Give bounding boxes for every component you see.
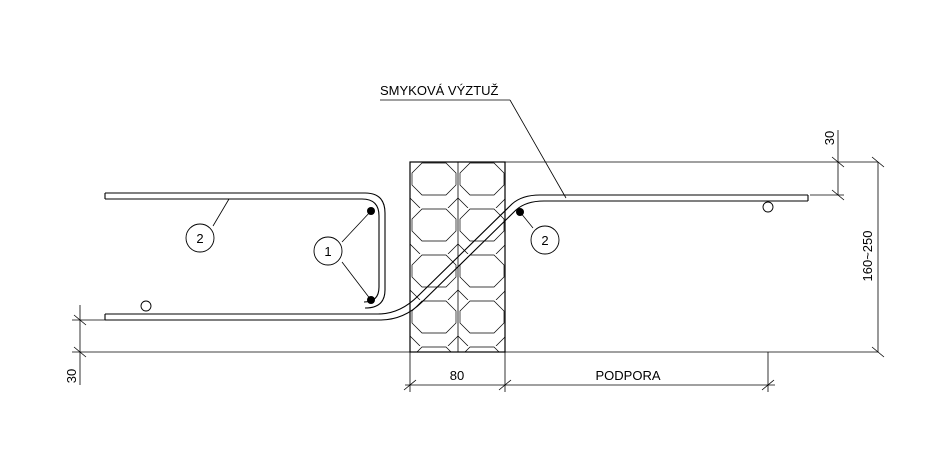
svg-text:160~250: 160~250 — [860, 231, 875, 282]
dim-top-cover: 30 — [810, 130, 845, 201]
dim-bottom-cover: 30 — [64, 305, 106, 385]
left-hairpin-bar — [104, 192, 386, 309]
svg-text:SMYKOVÁ VÝZTUŽ: SMYKOVÁ VÝZTUŽ — [380, 83, 499, 98]
shear-reinforcement-label: SMYKOVÁ VÝZTUŽ — [380, 83, 567, 199]
dim-thickness: 160~250 — [860, 156, 885, 358]
svg-text:2: 2 — [541, 233, 548, 248]
marker-1: 1 — [313, 210, 372, 301]
shear-bar — [104, 194, 809, 321]
dim-bottom-row: 80 PODPORA — [403, 352, 775, 392]
bar-section-left — [140, 300, 152, 312]
svg-text:PODPORA: PODPORA — [595, 368, 660, 383]
svg-text:30: 30 — [822, 131, 837, 145]
svg-text:1: 1 — [324, 244, 331, 259]
svg-text:30: 30 — [64, 369, 79, 383]
svg-text:2: 2 — [196, 231, 203, 246]
marker-2-right: 2 — [519, 211, 560, 255]
svg-text:80: 80 — [450, 368, 464, 383]
bar-section-right — [762, 201, 774, 213]
marker-2-left: 2 — [185, 198, 230, 253]
